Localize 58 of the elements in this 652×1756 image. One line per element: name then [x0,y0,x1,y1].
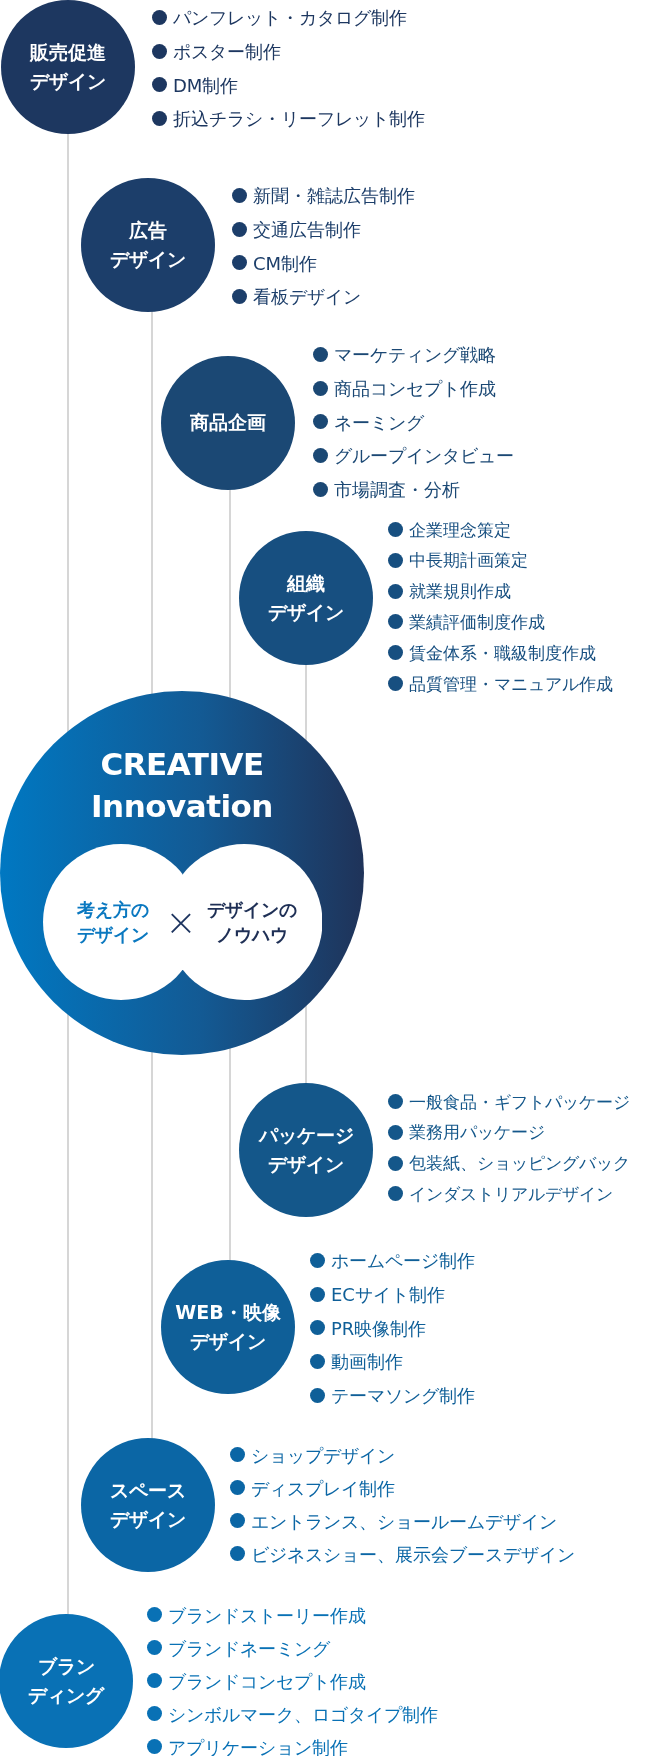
service-item: 業務用パッケージ [388,1117,545,1149]
service-item: マーケティング戦略 [313,338,496,372]
service-item: 就業規則作成 [388,576,511,607]
category-title: スペースデザイン [110,1477,186,1532]
service-item: DM制作 [152,68,239,103]
service-item: ECサイト制作 [310,1277,445,1312]
category-title: 広告デザイン [110,217,186,272]
connector-line [67,1013,69,1616]
service-item: エントランス、ショールームデザイン [230,1504,557,1538]
circle-label: デザインのノウハウ [207,897,298,947]
category-title: 販売促進デザイン [30,39,106,94]
connector-line [229,1046,231,1262]
category-title: 商品企画 [190,410,266,436]
service-item: ブランドネーミング [147,1631,330,1665]
category-title: 組織デザイン [268,570,344,625]
service-item: 中長期計画策定 [388,545,528,577]
service-item: グループインタビュー [313,439,514,473]
service-item: アプリケーション制作 [147,1730,348,1756]
service-item: 市場調査・分析 [313,472,460,507]
service-item: ホームページ制作 [310,1244,475,1278]
service-item: PR映像制作 [310,1311,427,1346]
category-title: ブランディング [28,1653,104,1708]
circle-label: 考え方のデザイン [76,897,149,947]
service-item: 交通広告制作 [232,212,361,247]
multiply-sign: × [165,900,197,944]
service-item: 賃金体系・職級制度作成 [388,637,596,669]
service-item: ショップデザイン [230,1438,395,1472]
connector-line [151,310,153,696]
service-item: CM制作 [232,246,318,281]
connector-line [305,1004,307,1085]
service-item: テーマソング制作 [310,1378,475,1413]
connector-line [229,488,231,700]
service-item: 新聞・雑誌広告制作 [232,179,415,213]
connector-line [305,663,307,742]
service-item: ブランドストーリー作成 [147,1598,366,1632]
service-item: ディスプレイ制作 [230,1471,395,1505]
category-title: WEB・映像デザイン [175,1299,281,1354]
service-item: シンボルマーク、ロゴタイプ制作 [147,1697,438,1731]
service-item: ポスター制作 [152,34,281,69]
service-item: 商品コンセプト作成 [313,371,496,406]
category-title: パッケージデザイン [258,1122,354,1177]
service-item: 企業理念策定 [388,514,511,546]
central-circle [0,691,364,1055]
service-item: 一般食品・ギフトパッケージ [388,1086,630,1118]
connector-line [67,132,69,733]
connector-line [151,1050,153,1440]
service-item: 包装紙、ショッピングバック [388,1148,630,1179]
central-title: CREATIVE Innovation [90,745,274,826]
service-item: 業績評価制度作成 [388,607,545,638]
service-item: 看板デザイン [232,280,361,314]
service-item: パンフレット・カタログ制作 [152,1,407,35]
service-item: ネーミング [313,405,424,440]
service-item: インダストリアルデザイン [388,1179,613,1210]
service-item: 動画制作 [310,1345,403,1379]
service-item: ビジネスショー、展示会ブースデザイン [230,1537,575,1571]
service-item: ブランドコンセプト作成 [147,1664,366,1698]
service-item: 折込チラシ・リーフレット制作 [152,102,425,136]
service-item: 品質管理・マニュアル作成 [388,668,613,700]
